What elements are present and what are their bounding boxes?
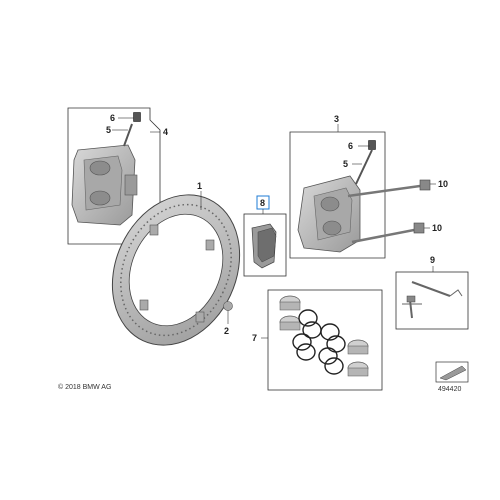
label-part-6-left: 6 xyxy=(110,113,115,123)
bleed-screw-right xyxy=(352,140,376,185)
label-part-10-bottom: 10 xyxy=(432,223,442,233)
document-id: 494420 xyxy=(438,386,462,393)
disc-bolt xyxy=(223,301,233,324)
brake-pads-group xyxy=(243,195,287,277)
seals xyxy=(292,309,346,375)
brake-pad xyxy=(251,223,277,269)
piston-kit-frame xyxy=(267,289,383,391)
label-part-10-top: 10 xyxy=(438,179,448,189)
label-part-1: 1 xyxy=(197,181,202,191)
pin-kit-group xyxy=(395,266,469,330)
pin-kit-frame xyxy=(395,271,469,330)
caliper-left-frame xyxy=(67,107,161,245)
brake-pads-frame xyxy=(243,213,287,277)
caliper-right-frame xyxy=(289,131,386,259)
bleed-screw-left xyxy=(112,112,141,147)
caliper-right-group xyxy=(289,124,386,259)
brake-disc xyxy=(111,191,241,346)
caliper-left-group xyxy=(67,107,161,245)
mounting-bolt-top xyxy=(347,179,436,198)
label-part-6-right: 6 xyxy=(348,141,353,151)
mounting-bolt-bottom xyxy=(351,222,430,244)
pistons xyxy=(279,295,369,377)
label-part-4: 4 xyxy=(163,127,168,137)
label-part-8: 8 xyxy=(260,198,265,208)
caliper-left xyxy=(71,144,138,226)
label-part-2: 2 xyxy=(224,326,229,336)
label-part-7: 7 xyxy=(252,333,257,343)
copyright-notice: © 2018 BMW AG xyxy=(58,384,112,391)
label-part-9: 9 xyxy=(430,255,435,265)
piston-kit-group xyxy=(261,289,383,391)
label-part-5-right: 5 xyxy=(343,159,348,169)
caliper-right xyxy=(297,175,361,253)
label-part-5-left: 5 xyxy=(106,125,111,135)
document-reference-icon xyxy=(435,361,469,383)
pad-pin xyxy=(402,281,463,319)
label-part-3: 3 xyxy=(334,114,339,124)
